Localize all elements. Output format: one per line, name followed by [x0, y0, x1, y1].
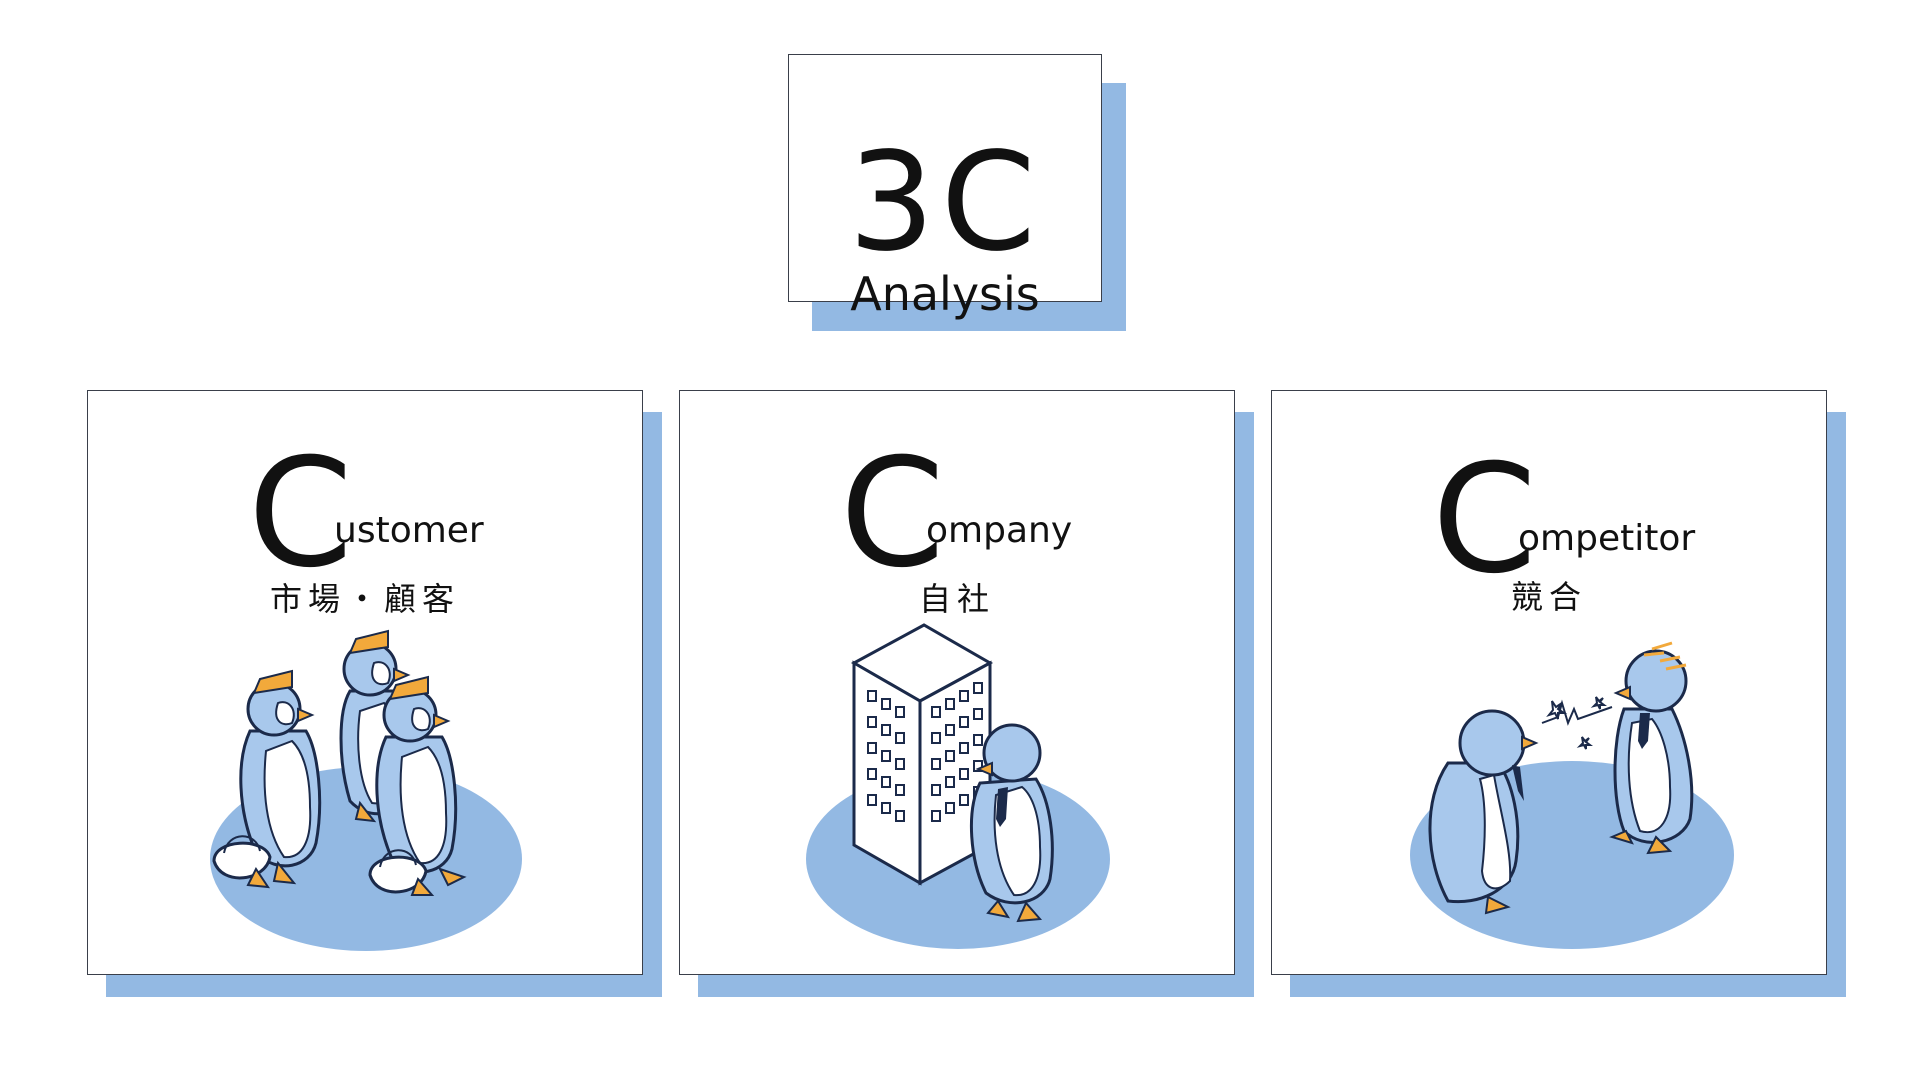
penguin-icon: [212, 669, 322, 889]
competitor-word: ompetitor: [1518, 518, 1696, 559]
customer-card: C ustomer 市場・顧客: [87, 390, 643, 975]
customer-japanese: 市場・顧客: [269, 580, 460, 618]
spark-icon: [1541, 696, 1613, 750]
competitor-card: C ompetitor 競合: [1271, 390, 1827, 975]
penguin-icon: [368, 675, 467, 896]
competitor-initial: C: [1432, 433, 1537, 607]
competitor-japanese: 競合: [1510, 578, 1587, 616]
company-japanese: 自社: [918, 580, 995, 618]
penguin-icon: [1428, 709, 1539, 915]
company-card: C ompany 自社: [679, 390, 1235, 975]
penguin-shoppers-illustration: [210, 629, 522, 951]
title-analysis: Analysis: [850, 267, 1040, 321]
penguin-icon: [1609, 641, 1694, 855]
customer-word: ustomer: [334, 510, 484, 551]
rival-penguins-illustration: [1410, 641, 1734, 949]
company-initial: C: [840, 427, 945, 601]
title-3c: 3C: [848, 124, 1042, 282]
building-icon: [850, 623, 994, 886]
office-building-illustration: [806, 623, 1110, 949]
title-box: 3C Analysis: [788, 54, 1102, 317]
penguin-icon: [970, 723, 1054, 923]
company-word: ompany: [926, 510, 1073, 551]
customer-initial: C: [248, 427, 353, 601]
